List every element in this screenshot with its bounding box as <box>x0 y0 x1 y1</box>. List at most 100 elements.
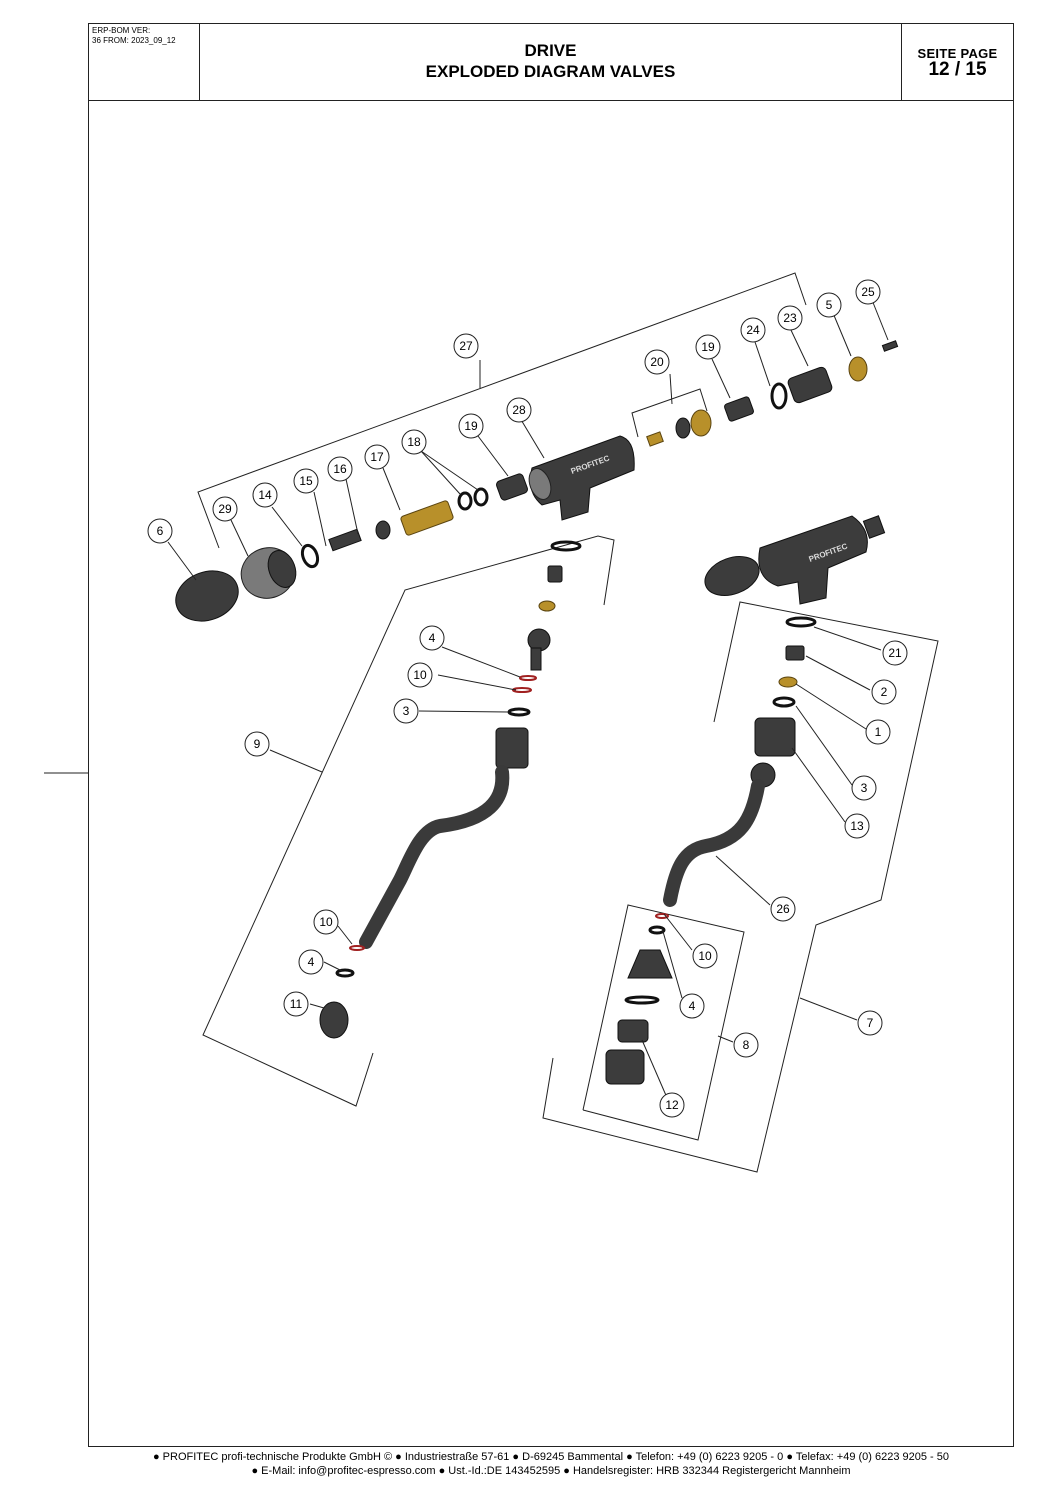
callout-23: 23 <box>777 305 803 331</box>
svg-text:13: 13 <box>850 819 864 833</box>
page-number: 12 / 15 <box>928 59 987 80</box>
part-29-handle-face <box>267 550 297 588</box>
part-13-nut <box>754 717 796 757</box>
group-bracket-8 <box>582 904 745 1141</box>
callout-10b: 10 <box>313 909 339 935</box>
svg-text:19: 19 <box>701 340 715 354</box>
part-19-spring-right <box>724 396 754 422</box>
footer-company-line: ● PROFITEC profi-technische Produkte Gmb… <box>152 1451 950 1463</box>
callout-25: 25 <box>855 279 881 305</box>
callout-17: 17 <box>364 444 390 470</box>
group-bracket-7 <box>542 601 939 1173</box>
leader-lines <box>167 299 889 1101</box>
svg-text:14: 14 <box>258 488 272 502</box>
right-tip-cone <box>627 949 673 979</box>
callout-26: 26 <box>770 896 796 922</box>
svg-text:3: 3 <box>403 704 410 718</box>
part-15-spindle <box>328 528 362 552</box>
callout-13: 13 <box>844 813 870 839</box>
callout-8: 8 <box>733 1032 759 1058</box>
callout-19b: 19 <box>695 334 721 360</box>
title-line-1: DRIVE <box>524 41 577 60</box>
left-part-spring <box>547 565 563 583</box>
callout-6: 6 <box>147 518 173 544</box>
callout-12: 12 <box>659 1092 685 1118</box>
svg-text:11: 11 <box>290 997 303 1011</box>
part-23-fitting <box>787 366 833 404</box>
right-knob <box>704 556 760 596</box>
right-valve-fitting <box>862 515 886 539</box>
callout-24: 24 <box>740 317 766 343</box>
part-3-oring-right <box>772 696 796 708</box>
part-20-seat <box>690 409 712 437</box>
part-5-nut <box>848 356 868 382</box>
part-3-oring-left <box>507 707 531 717</box>
callout-10c: 10 <box>692 943 718 969</box>
callout-15: 15 <box>293 468 319 494</box>
part-16-nut <box>375 520 391 540</box>
part-26-wand-tube <box>663 779 765 907</box>
svg-text:18: 18 <box>407 435 421 449</box>
svg-text:10: 10 <box>319 915 333 929</box>
part-10-oring-right <box>655 913 669 919</box>
svg-text:24: 24 <box>746 323 760 337</box>
bom-version-date: 36 FROM: 2023_09_12 <box>92 36 176 45</box>
callout-4b: 4 <box>298 949 324 975</box>
part-20-seal <box>675 417 691 439</box>
svg-text:10: 10 <box>698 949 712 963</box>
svg-text:10: 10 <box>413 668 427 682</box>
callout-29: 29 <box>212 496 238 522</box>
svg-text:9: 9 <box>254 737 261 751</box>
callout-19: 19 <box>458 413 484 439</box>
part-19-spring-left <box>496 473 528 501</box>
callout-27: 27 <box>453 333 479 359</box>
group-bracket-9 <box>202 535 615 1107</box>
svg-text:4: 4 <box>689 999 696 1013</box>
callout-9: 9 <box>244 731 270 757</box>
part-4-oring-right <box>648 925 666 935</box>
part-4-oring-left <box>519 675 537 681</box>
callout-7: 7 <box>857 1010 883 1036</box>
part-8-tip-cap <box>605 1049 645 1085</box>
callout-3b: 3 <box>851 775 877 801</box>
part-17-brass-bushing <box>400 500 454 536</box>
callout-2: 2 <box>871 679 897 705</box>
callout-14: 14 <box>252 482 278 508</box>
callout-5: 5 <box>816 292 842 318</box>
svg-text:17: 17 <box>370 450 384 464</box>
part-14-ring <box>300 543 320 569</box>
svg-text:26: 26 <box>776 902 790 916</box>
footer-contact-line: ● E-Mail: info@profitec-espresso.com ● U… <box>251 1465 851 1477</box>
svg-text:1: 1 <box>875 725 882 739</box>
part-24-washer <box>770 382 788 410</box>
part-4-oring-left-lower <box>335 968 355 978</box>
left-part-oring-top <box>550 540 582 552</box>
right-valve-body <box>758 515 868 605</box>
part-10-oring-left <box>512 687 532 693</box>
footer: ● PROFITEC profi-technische Produkte Gmb… <box>88 1450 1014 1478</box>
svg-text:27: 27 <box>459 339 473 353</box>
svg-text:5: 5 <box>826 298 833 312</box>
svg-text:21: 21 <box>888 646 902 660</box>
left-part-brass-ring <box>538 600 556 612</box>
svg-text:25: 25 <box>861 285 875 299</box>
page-label: SEITE PAGE <box>917 46 998 61</box>
part-20-pin <box>646 431 664 447</box>
callout-28: 28 <box>506 397 532 423</box>
page-title: DRIVE EXPLODED DIAGRAM VALVES <box>200 40 901 82</box>
svg-text:4: 4 <box>429 631 436 645</box>
part-25-screw <box>881 340 899 352</box>
bom-version-cell: ERP-BOM VER: 36 FROM: 2023_09_12 <box>89 24 200 100</box>
part-6-knob <box>175 570 239 622</box>
bom-version-label: ERP-BOM VER: <box>92 26 151 35</box>
callout-21: 21 <box>882 640 908 666</box>
group-bracket-27 <box>197 272 807 549</box>
part-18-washer-a <box>457 491 473 511</box>
callout-18: 18 <box>401 429 427 455</box>
callout-16: 16 <box>327 456 353 482</box>
svg-text:16: 16 <box>333 462 347 476</box>
group-bracket-20 <box>631 388 708 438</box>
svg-text:12: 12 <box>665 1098 679 1112</box>
left-part-nut <box>495 727 529 769</box>
